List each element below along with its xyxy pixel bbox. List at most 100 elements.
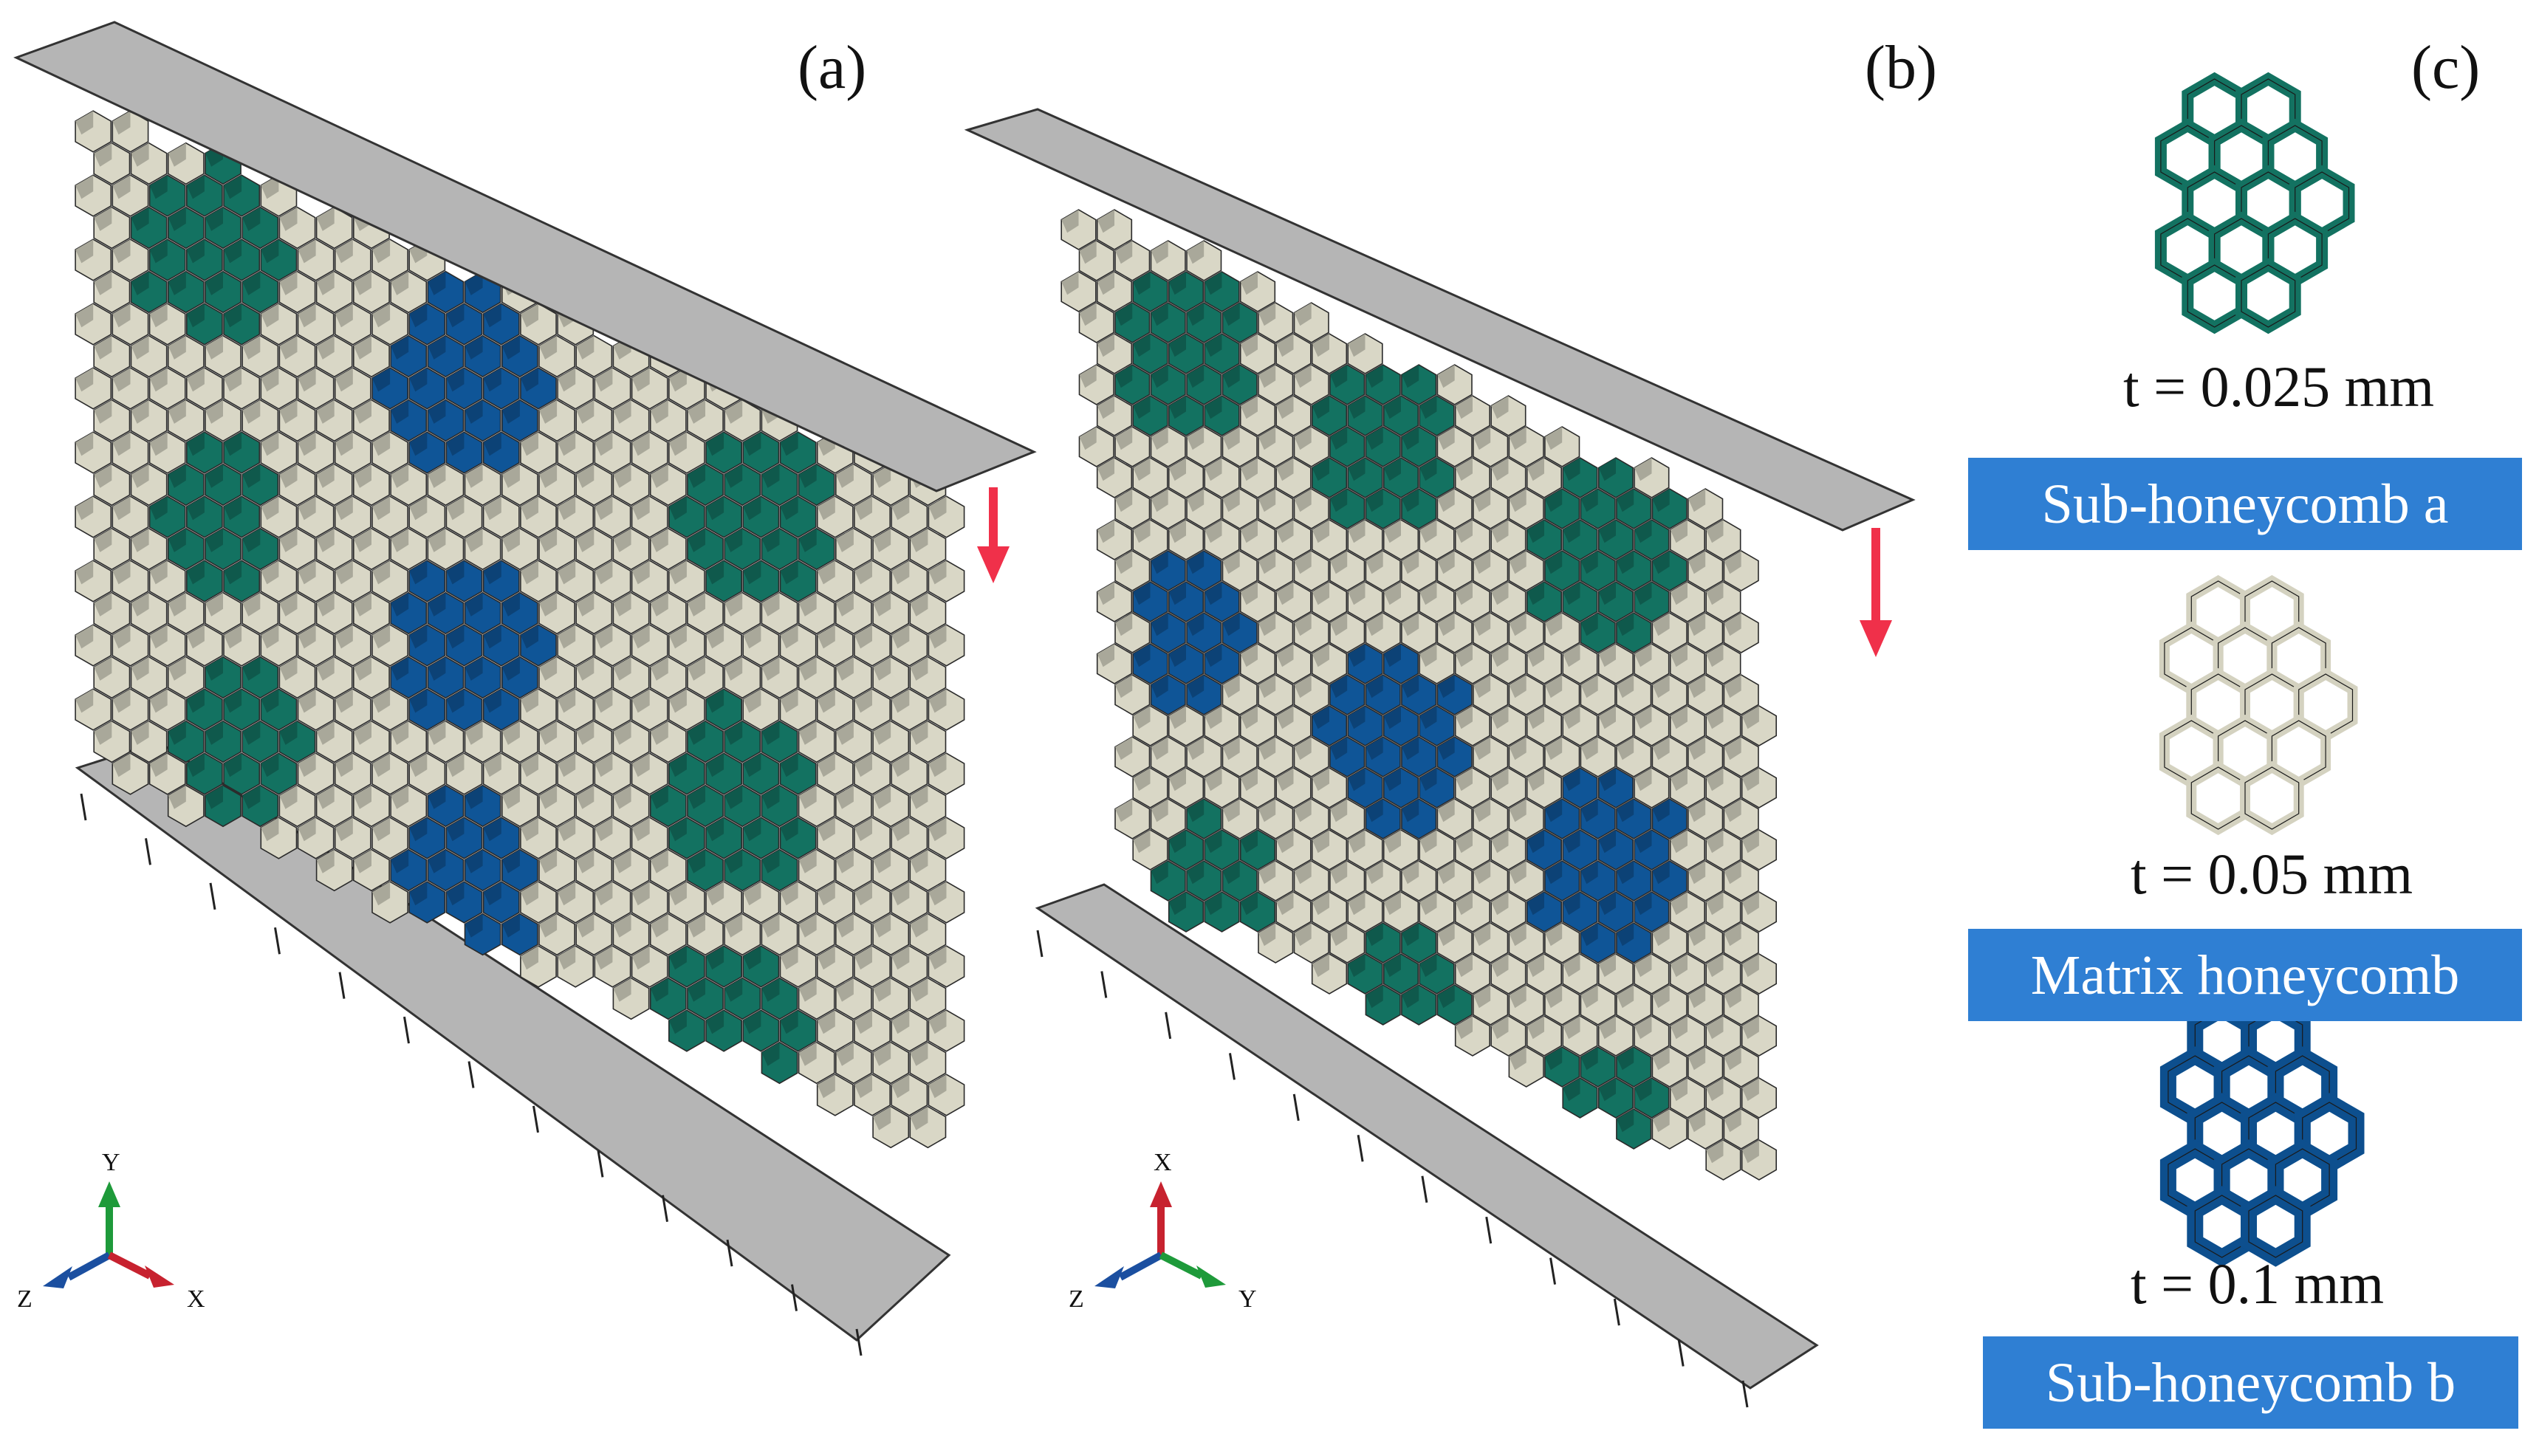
matrix-cell-shade bbox=[1598, 1016, 1616, 1040]
matrix-cell-shade bbox=[75, 625, 94, 649]
matrix-cell-shade bbox=[1294, 365, 1312, 388]
matrix-cell-shade bbox=[576, 721, 595, 745]
matrix-cell-shade bbox=[558, 625, 576, 649]
panel-a-honeycomb-model bbox=[13, 21, 1037, 1356]
matrix-cell-shade bbox=[94, 592, 112, 617]
sub-a-cell-shade bbox=[186, 689, 205, 713]
plate-tick bbox=[1292, 1093, 1300, 1122]
matrix-cell-shade bbox=[835, 785, 854, 809]
matrix-cell-shade bbox=[539, 656, 558, 681]
plate-tick bbox=[1741, 1380, 1749, 1408]
matrix-cell-shade bbox=[928, 496, 947, 521]
plate-tick bbox=[1613, 1298, 1620, 1326]
matrix-cell-shade bbox=[817, 753, 835, 777]
plate-tick bbox=[1165, 1012, 1172, 1040]
matrix-cell-shade bbox=[910, 528, 928, 552]
matrix-cell-shade bbox=[891, 753, 910, 777]
sub-a-cell-shade bbox=[743, 560, 761, 585]
sub-a-cell-shade bbox=[724, 785, 743, 809]
axis-right-head bbox=[1196, 1266, 1226, 1288]
sub-a-cell-shade bbox=[149, 239, 168, 264]
sub-a-cell-shade bbox=[798, 464, 817, 488]
matrix-cell-shade bbox=[743, 689, 761, 713]
matrix-cell-shade bbox=[1097, 520, 1114, 543]
sub-a-cell-shade bbox=[724, 978, 743, 1002]
matrix-cell-shade bbox=[298, 753, 316, 777]
matrix-cell-shade bbox=[131, 592, 149, 617]
matrix-cell-shade bbox=[94, 271, 112, 295]
sub-a-cell-shade bbox=[1330, 427, 1348, 450]
matrix-cell-shade bbox=[1741, 954, 1759, 978]
sub-b-cell-shade bbox=[446, 882, 465, 906]
plate-tick bbox=[1549, 1257, 1557, 1285]
sub-a-cell-shade bbox=[149, 496, 168, 521]
sub-a-cell-shade bbox=[687, 785, 705, 809]
matrix-cell-shade bbox=[1330, 551, 1348, 574]
matrix-cell-shade bbox=[891, 882, 910, 906]
matrix-cell-shade bbox=[1276, 830, 1294, 854]
matrix-cell-shade bbox=[261, 625, 279, 649]
matrix-cell-shade bbox=[131, 464, 149, 488]
matrix-cell-shade bbox=[168, 335, 186, 360]
sub-b-cell-shade bbox=[409, 560, 428, 585]
matrix-cell-shade bbox=[1079, 303, 1097, 326]
matrix-cell-shade bbox=[112, 175, 131, 199]
axis-right-label: X bbox=[187, 1285, 205, 1313]
matrix-cell-shade bbox=[631, 432, 650, 456]
sub-a-cell-shade bbox=[1187, 303, 1205, 326]
plate-tick bbox=[403, 1016, 410, 1044]
matrix-cell-shade bbox=[1670, 644, 1687, 667]
matrix-cell-shade bbox=[1151, 241, 1168, 264]
matrix-cell-shade bbox=[631, 560, 650, 585]
sub-b-cell-shade bbox=[1580, 799, 1598, 823]
matrix-cell-shade bbox=[1061, 272, 1079, 295]
matrix-cell-shade bbox=[1509, 675, 1527, 698]
matrix-cell-shade bbox=[279, 464, 298, 488]
matrix-cell-shade bbox=[928, 1010, 947, 1034]
sub-b-cell-shade bbox=[483, 689, 501, 713]
sub-a-cell-shade bbox=[743, 1010, 761, 1034]
matrix-cell-shade bbox=[1133, 830, 1151, 854]
sub-a-cell-shade bbox=[1222, 365, 1240, 388]
matrix-cell-shade bbox=[1491, 706, 1509, 729]
matrix-cell-shade bbox=[1115, 737, 1133, 760]
sub-b-cell-shade bbox=[1652, 799, 1670, 823]
matrix-cell-shade bbox=[1294, 551, 1312, 574]
matrix-cell-shade bbox=[817, 625, 835, 649]
matrix-cell-shade bbox=[873, 785, 891, 809]
matrix-cell-shade bbox=[650, 399, 668, 424]
matrix-cell-shade bbox=[94, 142, 112, 167]
matrix-cell-shade bbox=[613, 721, 631, 745]
matrix-cell-shade bbox=[1240, 644, 1258, 667]
sub-b-cell-shade bbox=[446, 368, 465, 392]
matrix-cell-shade bbox=[1527, 768, 1544, 791]
axis-up-head bbox=[98, 1181, 120, 1207]
matrix-cell-shade bbox=[854, 625, 872, 649]
matrix-cell-shade bbox=[316, 785, 335, 809]
sub-b-cell-shade bbox=[1527, 892, 1544, 916]
matrix-cell-shade bbox=[112, 432, 131, 456]
matrix-cell-shade bbox=[854, 882, 872, 906]
sub-a-cell-shade bbox=[242, 464, 261, 488]
sub-b-cell-shade bbox=[391, 849, 409, 873]
matrix-cell-shade bbox=[1419, 830, 1437, 854]
matrix-cell-shade bbox=[205, 335, 223, 360]
matrix-cell-shade bbox=[1724, 675, 1741, 698]
sub-a-cell-shade bbox=[186, 175, 205, 199]
top-plate bbox=[13, 21, 1037, 492]
bottom-plate bbox=[1035, 883, 1819, 1390]
matrix-cell-shade bbox=[1688, 489, 1706, 512]
matrix-cell-shade bbox=[1168, 520, 1186, 543]
matrix-cell-shade bbox=[353, 399, 371, 424]
sub-b-cell-shade bbox=[1545, 799, 1563, 823]
sub-b-cell-shade bbox=[1634, 830, 1652, 854]
matrix-cell-shade bbox=[1330, 861, 1348, 885]
matrix-cell-shade bbox=[1706, 830, 1724, 854]
matrix-cell-shade bbox=[1276, 396, 1294, 419]
sub-b-cell-shade bbox=[428, 849, 446, 873]
sub-a-cell-shade bbox=[798, 528, 817, 552]
matrix-cell-shade bbox=[1312, 830, 1329, 854]
matrix-honeycomb-icon bbox=[2159, 574, 2358, 836]
matrix-cell-shade bbox=[558, 368, 576, 392]
